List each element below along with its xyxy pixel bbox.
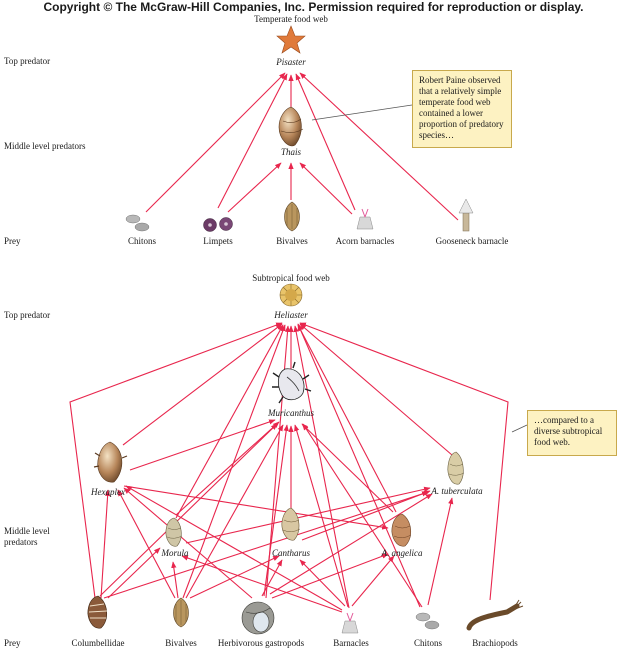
arrow-bivalves-hexaplex [117,489,176,599]
arrow-bivalves-cantharus [189,555,280,599]
prey-label-gooseneck-barnacle: Gooseneck barnacle [435,236,509,246]
gooseneck-barnacle-icon [458,198,474,232]
arrow-columbellidae-morula [107,547,161,599]
arrow-bivalves-heliaster [182,324,286,599]
arrow-morula-muricanthus [175,421,280,516]
pisaster-icon [276,25,306,54]
prey-label-columbellidae: Columbellidae [71,638,125,648]
arrow-atuberculata-heliaster [299,323,453,456]
barnacles-icon [341,612,359,634]
thais-icon [278,106,304,147]
arrow-herbivorous-cantharus [261,559,283,597]
subtropical-prey-level-label: Prey [4,638,21,648]
arrow-bivalves-muricanthus [185,424,284,599]
subtropical-title: Subtropical food web [252,273,330,283]
arrow-barnacles-hexaplex [125,485,343,611]
a-tuberculata-label: A. tuberculata [431,486,483,496]
muricanthus-label: Muricanthus [268,408,314,418]
prey-label-acorn-barnacles: Acorn barnacles [335,236,395,246]
arrow-angelica-muricanthus [301,423,394,513]
chitons-icon [125,214,150,232]
arrow-barnacles-cantharus [299,559,346,607]
arrow-gooseneck-pisaster [299,72,459,221]
prey-label-chitons-subtropical: Chitons [413,638,442,648]
subtropical-arrows [69,322,509,613]
arrow-bivalves-morula [171,561,179,599]
prey-label-herbivorous-gastropods: Herbivorous gastropods [217,638,305,648]
a-angelica-icon [391,513,412,547]
callout-pointer-temperate [311,104,413,121]
callout-pointer-subtropical [511,424,528,433]
arrow-chitons-atuberculata [427,497,454,606]
prey-label-bivalves-subtropical: Bivalves [165,638,197,648]
copyright-notice: Copyright © The McGraw-Hill Companies, I… [43,0,584,14]
cantharus-icon [281,507,301,541]
heliaster-icon [279,283,303,307]
morula-icon [165,517,183,547]
arrow-chitons-pisaster [145,72,286,213]
subtropical-middle-level-label: Middle level predators [4,526,50,547]
prey-label-barnacles: Barnacles [333,638,369,648]
cantharus-label: Cantharus [271,548,310,558]
subtropical-top-level-label: Top predator [4,310,51,320]
prey-label-bivalves: Bivalves [276,236,308,246]
thais-label: Thais [280,147,301,157]
herbivorous-gastropods-icon [241,601,275,635]
arrow-hexaplex-angelica [123,485,389,530]
prey-label-brachiopods: Brachiopods [472,638,518,648]
acorn-barnacles-icon [356,208,374,230]
arrow-columbellidae-atuberculata [103,491,429,599]
arrow-morula-heliaster [175,324,284,519]
arrow-columbellidae-muricanthus [99,423,278,597]
prey-label-chitons: Chitons [127,236,156,246]
columbellidae-icon [87,595,108,629]
brachiopods-icon [466,599,524,631]
heliaster-label: Heliaster [274,310,308,320]
arrow-limpets-pisaster [217,73,288,209]
arrow-chitons-heliaster [297,323,421,608]
arrow-herbivorous-angelica [271,553,389,599]
limpets-icon [203,217,233,232]
arrow-barnacles-morula [181,555,343,613]
morula-label: Morula [161,548,189,558]
subtropical-callout: …compared to a diverse subtropical food … [527,410,617,456]
arrow-barnacles-angelica [351,555,395,607]
arrow-acorn-pisaster [295,73,356,211]
arrow-barnacles-muricanthus [294,424,349,608]
arrow-herbivorous-atuberculata [269,493,433,595]
arrow-hexaplex-muricanthus [129,419,276,471]
chitons-subtropical-icon [415,612,440,630]
bivalves-subtropical-icon [173,597,189,628]
temperate-arrows [145,72,459,221]
arrow-brachiopods-heliaster [299,322,509,601]
temperate-top-level-label: Top predator [4,56,51,66]
temperate-callout: Robert Paine observed that a relatively … [412,70,512,148]
arrow-columbellidae-hexaplex [100,489,111,599]
prey-label-limpets: Limpets [203,236,233,246]
arrow-barnacles-heliaster [293,325,350,609]
hexaplex-icon [93,441,128,483]
arrow-angelica-heliaster [297,324,397,513]
a-angelica-label: A. angelica [381,548,423,558]
temperate-middle-level-label: Middle level predators [4,141,86,151]
muricanthus-icon [272,361,312,404]
pisaster-label: Pisaster [276,57,306,67]
hexaplex-label: Hexaplex [91,487,125,497]
temperate-title: Temperate food web [254,14,328,24]
arrow-hexaplex-heliaster [122,323,283,446]
arrow-columbellidae-heliaster [69,322,283,599]
temperate-prey-level-label: Prey [4,236,21,246]
arrow-cantharus-atuberculata [301,490,431,541]
arrow-chitons-muricanthus [302,423,423,608]
a-tuberculata-icon [447,451,465,485]
bivalves-icon [284,201,300,232]
arrow-limpets-thais [227,162,282,213]
arrow-acorn-thais [299,162,353,215]
